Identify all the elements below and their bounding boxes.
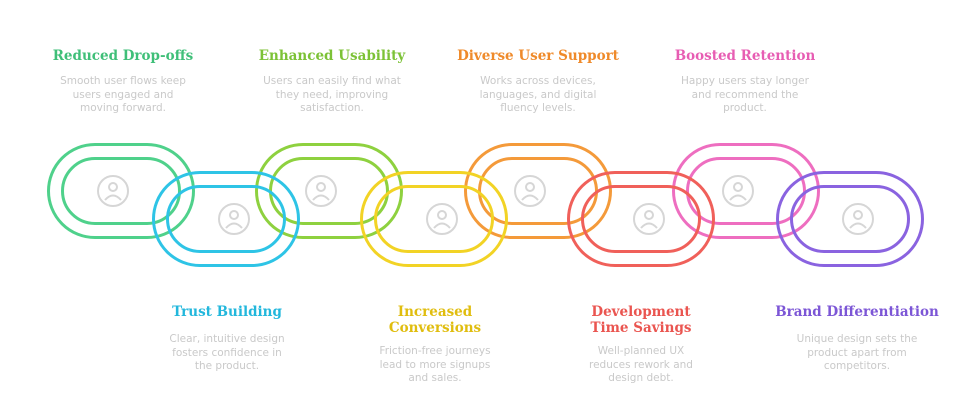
step-description: Unique design sets the product apart fro… (796, 333, 918, 372)
step-label-trust-building: Trust Building Clear, intuitive design f… (137, 304, 317, 374)
step-description: Happy users stay longer and recommend th… (681, 75, 809, 114)
step-description: Users can easily find what they need, im… (263, 75, 401, 114)
step-title: Trust Building (172, 304, 282, 320)
step-label-boosted-retention: Boosted Retention Happy users stay longe… (655, 48, 835, 116)
step-title: Development Time Savings (590, 304, 692, 336)
chain-link-outer (47, 143, 195, 239)
chain-link-inner (790, 185, 910, 253)
chain-link (464, 143, 612, 239)
smiley-plus-icon (722, 175, 754, 207)
chain-link-outer (360, 171, 508, 267)
chain-link-outer (776, 171, 924, 267)
step-label-brand-differentiation: Brand Differentiation Unique design sets… (767, 304, 947, 374)
chain-link-outer (672, 143, 820, 239)
step-description: Works across devices, languages, and dig… (479, 75, 597, 114)
chain-link-inner (61, 157, 181, 225)
step-title: Enhanced Usability (258, 48, 406, 64)
step-label-reduced-drop-offs: Reduced Drop-offs Smooth user flows keep… (33, 48, 213, 116)
chain-link (672, 143, 820, 239)
step-title: Boosted Retention (674, 48, 816, 64)
chain-link-inner (374, 185, 494, 253)
chain-link-outer (152, 171, 300, 267)
chain-link (776, 171, 924, 267)
step-title: Diverse User Support (457, 48, 619, 64)
step-description: Friction-free journeys lead to more sign… (379, 345, 491, 384)
step-title: Brand Differentiation (775, 304, 939, 320)
search-user-icon (305, 175, 337, 207)
chain-link (255, 143, 403, 239)
handshake-people-icon (218, 203, 250, 235)
step-description: Well-planned UX reduces rework and desig… (589, 345, 693, 384)
chain-link-inner (686, 157, 806, 225)
chain-link (567, 171, 715, 267)
globe-user-icon (514, 175, 546, 207)
step-description: Clear, intuitive design fosters confiden… (169, 333, 285, 372)
funnel-arrow-icon (426, 203, 458, 235)
waveform-icon (842, 203, 874, 235)
user-flow-icon (97, 175, 129, 207)
step-label-enhanced-usability: Enhanced Usability Users can easily find… (242, 48, 422, 116)
chain-link-inner (581, 185, 701, 253)
chain-link (360, 171, 508, 267)
step-label-diverse-user-support: Diverse User Support Works across device… (448, 48, 628, 116)
chain-link (47, 143, 195, 239)
step-title: Reduced Drop-offs (52, 48, 194, 64)
chain-link-outer (255, 143, 403, 239)
clock-gear-icon (633, 203, 665, 235)
step-label-increased-conversions: Increased Conversions Friction-free jour… (345, 304, 525, 386)
chain-link-outer (567, 171, 715, 267)
step-title: Increased Conversions (388, 304, 482, 336)
step-label-development-time-savings: Development Time Savings Well-planned UX… (551, 304, 731, 386)
chain-link (152, 171, 300, 267)
chain-link-inner (166, 185, 286, 253)
step-description: Smooth user flows keep users engaged and… (60, 75, 186, 114)
chain-link-outer (464, 143, 612, 239)
